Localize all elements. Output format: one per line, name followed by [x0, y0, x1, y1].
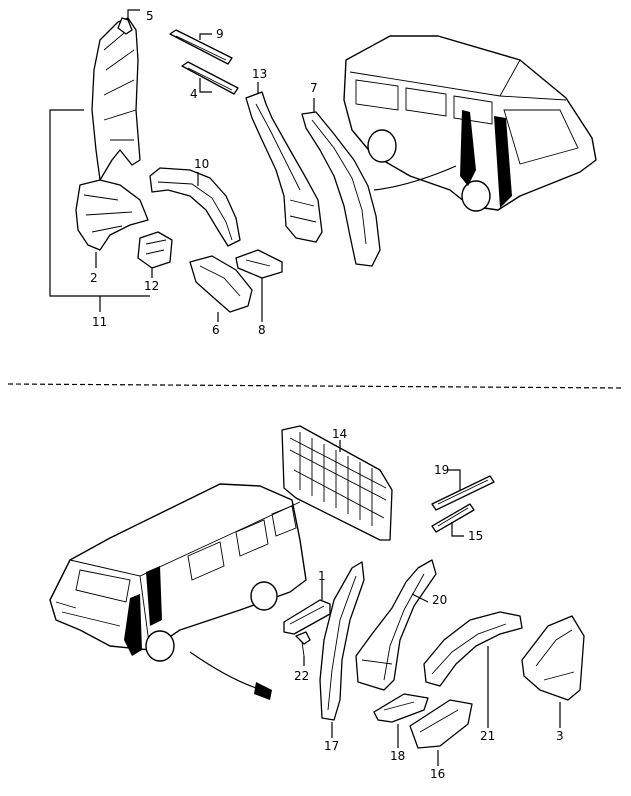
callout-21: 21 — [480, 729, 495, 743]
callout-15: 15 — [468, 529, 483, 543]
top-leader-lines — [49, 9, 315, 322]
part-17-pillar — [319, 561, 365, 721]
bottom-section: 14 19 15 1 20 22 21 3 17 18 16 — [49, 425, 585, 781]
part-10-wheel-arch — [149, 167, 241, 247]
callout-1: 1 — [318, 569, 326, 583]
part-15-rail — [431, 503, 475, 533]
part-18-plate — [373, 693, 429, 723]
part-3-wheel-housing — [521, 615, 585, 701]
callout-7: 7 — [310, 81, 318, 95]
part-1-bracket — [283, 599, 331, 635]
top-section: 5 9 4 13 7 10 2 12 6 8 11 — [49, 9, 597, 337]
part-16-sill — [409, 699, 473, 749]
callout-8: 8 — [258, 323, 266, 337]
callout-13: 13 — [252, 67, 267, 81]
callout-2: 2 — [90, 271, 98, 285]
part-6-sill — [189, 255, 253, 313]
part-19-rail — [431, 475, 495, 511]
part-4-rail — [181, 61, 239, 95]
part-20-inner-pillar — [355, 559, 437, 691]
part-13-inner-pillar — [245, 91, 323, 243]
callout-19: 19 — [434, 463, 449, 477]
callout-16: 16 — [430, 767, 445, 781]
part-9-rail — [169, 29, 233, 65]
callout-17: 17 — [324, 739, 339, 753]
van-rear-view-top — [343, 35, 597, 212]
part-8-plate — [235, 249, 283, 279]
callout-11: 11 — [92, 315, 107, 329]
callout-6: 6 — [212, 323, 220, 337]
callout-14: 14 — [332, 427, 347, 441]
section-divider — [7, 383, 625, 389]
callout-20: 20 — [432, 593, 447, 607]
callout-5: 5 — [146, 9, 154, 23]
part-2-5-pillar-assembly — [75, 17, 149, 251]
part-7-outer-pillar — [301, 111, 381, 267]
bottom-leader-lines — [303, 440, 561, 766]
part-12-bracket — [137, 231, 173, 269]
callout-18: 18 — [390, 749, 405, 763]
callout-9: 9 — [216, 27, 224, 41]
part-14-rear-panel — [281, 425, 393, 541]
van-front-view-bottom — [49, 483, 307, 700]
callout-3: 3 — [556, 729, 564, 743]
callout-22: 22 — [294, 669, 309, 683]
callout-12: 12 — [144, 279, 159, 293]
part-21-wheel-arch — [423, 611, 523, 687]
callout-10: 10 — [194, 157, 209, 171]
part-22-bolt — [295, 631, 311, 657]
callout-4: 4 — [190, 87, 198, 101]
